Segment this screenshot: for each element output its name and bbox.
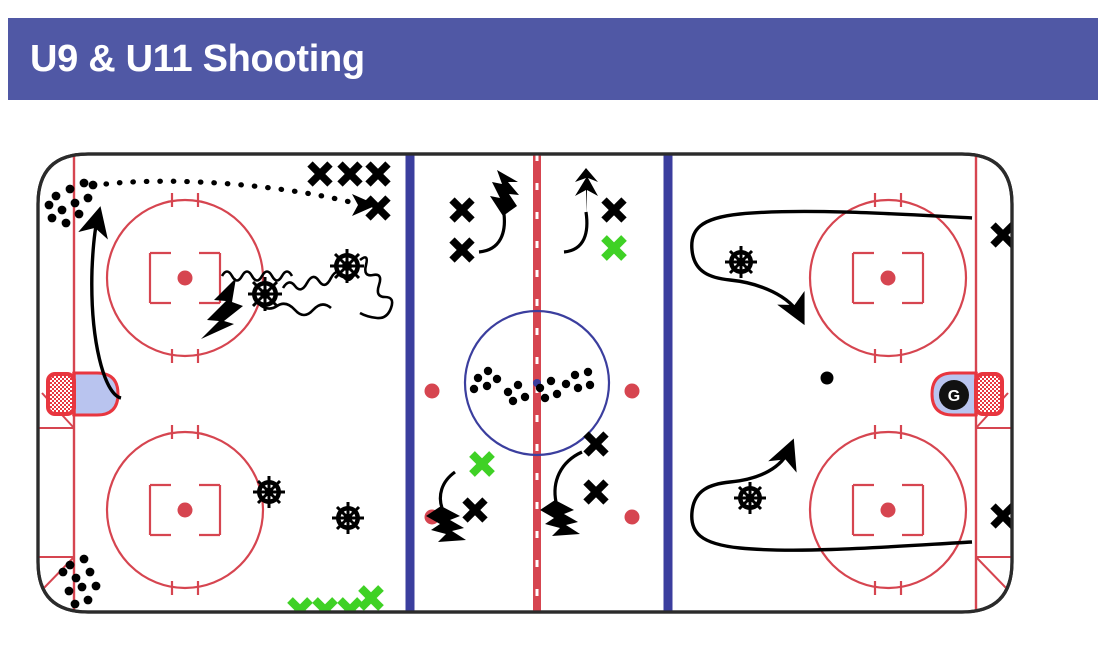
rink-diagram: G: [0, 110, 1106, 659]
player-x: [365, 195, 391, 221]
faceoff-dot-nz-br: [624, 509, 640, 525]
backward-skate-arrow-nz-ll: [426, 506, 466, 542]
skate-curve-nz-upper-right: [563, 211, 589, 254]
puck-gear-left-1: [248, 277, 282, 311]
goal-right: G: [930, 371, 1004, 417]
goal-left: [46, 371, 120, 417]
goalie-marker: G: [939, 380, 969, 410]
shot-wave-left-4: [359, 256, 394, 320]
backward-skate-arrow-nz-lr: [540, 500, 580, 536]
rink-svg: G: [36, 152, 1014, 614]
faceoff-circle-left-bottom: [105, 425, 265, 595]
player-x-green: [601, 235, 627, 261]
puck-gear-left-3: [253, 476, 285, 508]
faceoff-circle-right-bottom: [808, 425, 968, 595]
player-x: [449, 237, 475, 263]
player-x: [583, 479, 609, 505]
player-group-nz-upper-left: [449, 197, 475, 263]
player-x-green: [337, 597, 363, 612]
backward-skate-arrow-left: [201, 278, 243, 339]
faceoff-circle-right-top: [808, 193, 968, 363]
faceoff-dot-nz-tr: [624, 383, 640, 399]
goalie-label: G: [948, 388, 960, 405]
player-x: [462, 497, 488, 523]
player-x-green: [358, 585, 384, 611]
player-x-green: [287, 597, 313, 612]
player-x: [365, 161, 391, 187]
right-zone-corner-line-diag-bottom: [975, 556, 1009, 591]
shot-wave-left-3: [258, 302, 332, 317]
loop-path-right-bottom: [690, 438, 973, 552]
ice-surface: [36, 152, 1014, 614]
skate-curve-nz-lower-left: [438, 470, 456, 509]
player-x: [990, 503, 1012, 529]
player-x: [583, 431, 609, 457]
rink-outline: [36, 152, 1014, 614]
puck-gear-left-4: [332, 502, 364, 534]
backward-skate-arrow-nz-ur: [575, 168, 598, 214]
puck-gear-right-top: [725, 246, 757, 278]
pass-arrowhead-left: [352, 194, 377, 216]
pass-line-left: [103, 178, 361, 207]
player-x: [449, 197, 475, 223]
skate-curve-nz-lower-right: [553, 450, 583, 503]
puck-gear-left-2: [330, 249, 364, 283]
puck-cluster-center: [469, 366, 595, 406]
player-group-left-green: [287, 585, 384, 612]
net-left: [46, 372, 76, 416]
puck-cluster-left-bottom: [58, 554, 101, 609]
faceoff-dot-nz-tl: [424, 383, 440, 399]
puck-right-center: [820, 371, 834, 385]
header-band: U9 & U11 Shooting: [8, 18, 1098, 100]
net-right: [974, 372, 1004, 416]
player-x: [337, 161, 363, 187]
faceoff-circle-left-top: [105, 193, 265, 363]
player-x: [307, 161, 333, 187]
player-x: [601, 197, 627, 223]
player-x-green: [312, 597, 338, 612]
backward-skate-arrow-nz-ul: [490, 170, 519, 216]
player-x: [990, 222, 1012, 248]
player-x-green: [469, 451, 495, 477]
page-title: U9 & U11 Shooting: [30, 38, 365, 80]
player-group-left-top: [307, 161, 391, 221]
puck-gear-right-bottom: [734, 482, 766, 514]
skate-path-left: [78, 206, 122, 400]
loop-path-right-top: [690, 209, 973, 326]
shot-wave-left-1: [220, 270, 294, 282]
skate-curve-nz-upper-left: [478, 213, 506, 254]
